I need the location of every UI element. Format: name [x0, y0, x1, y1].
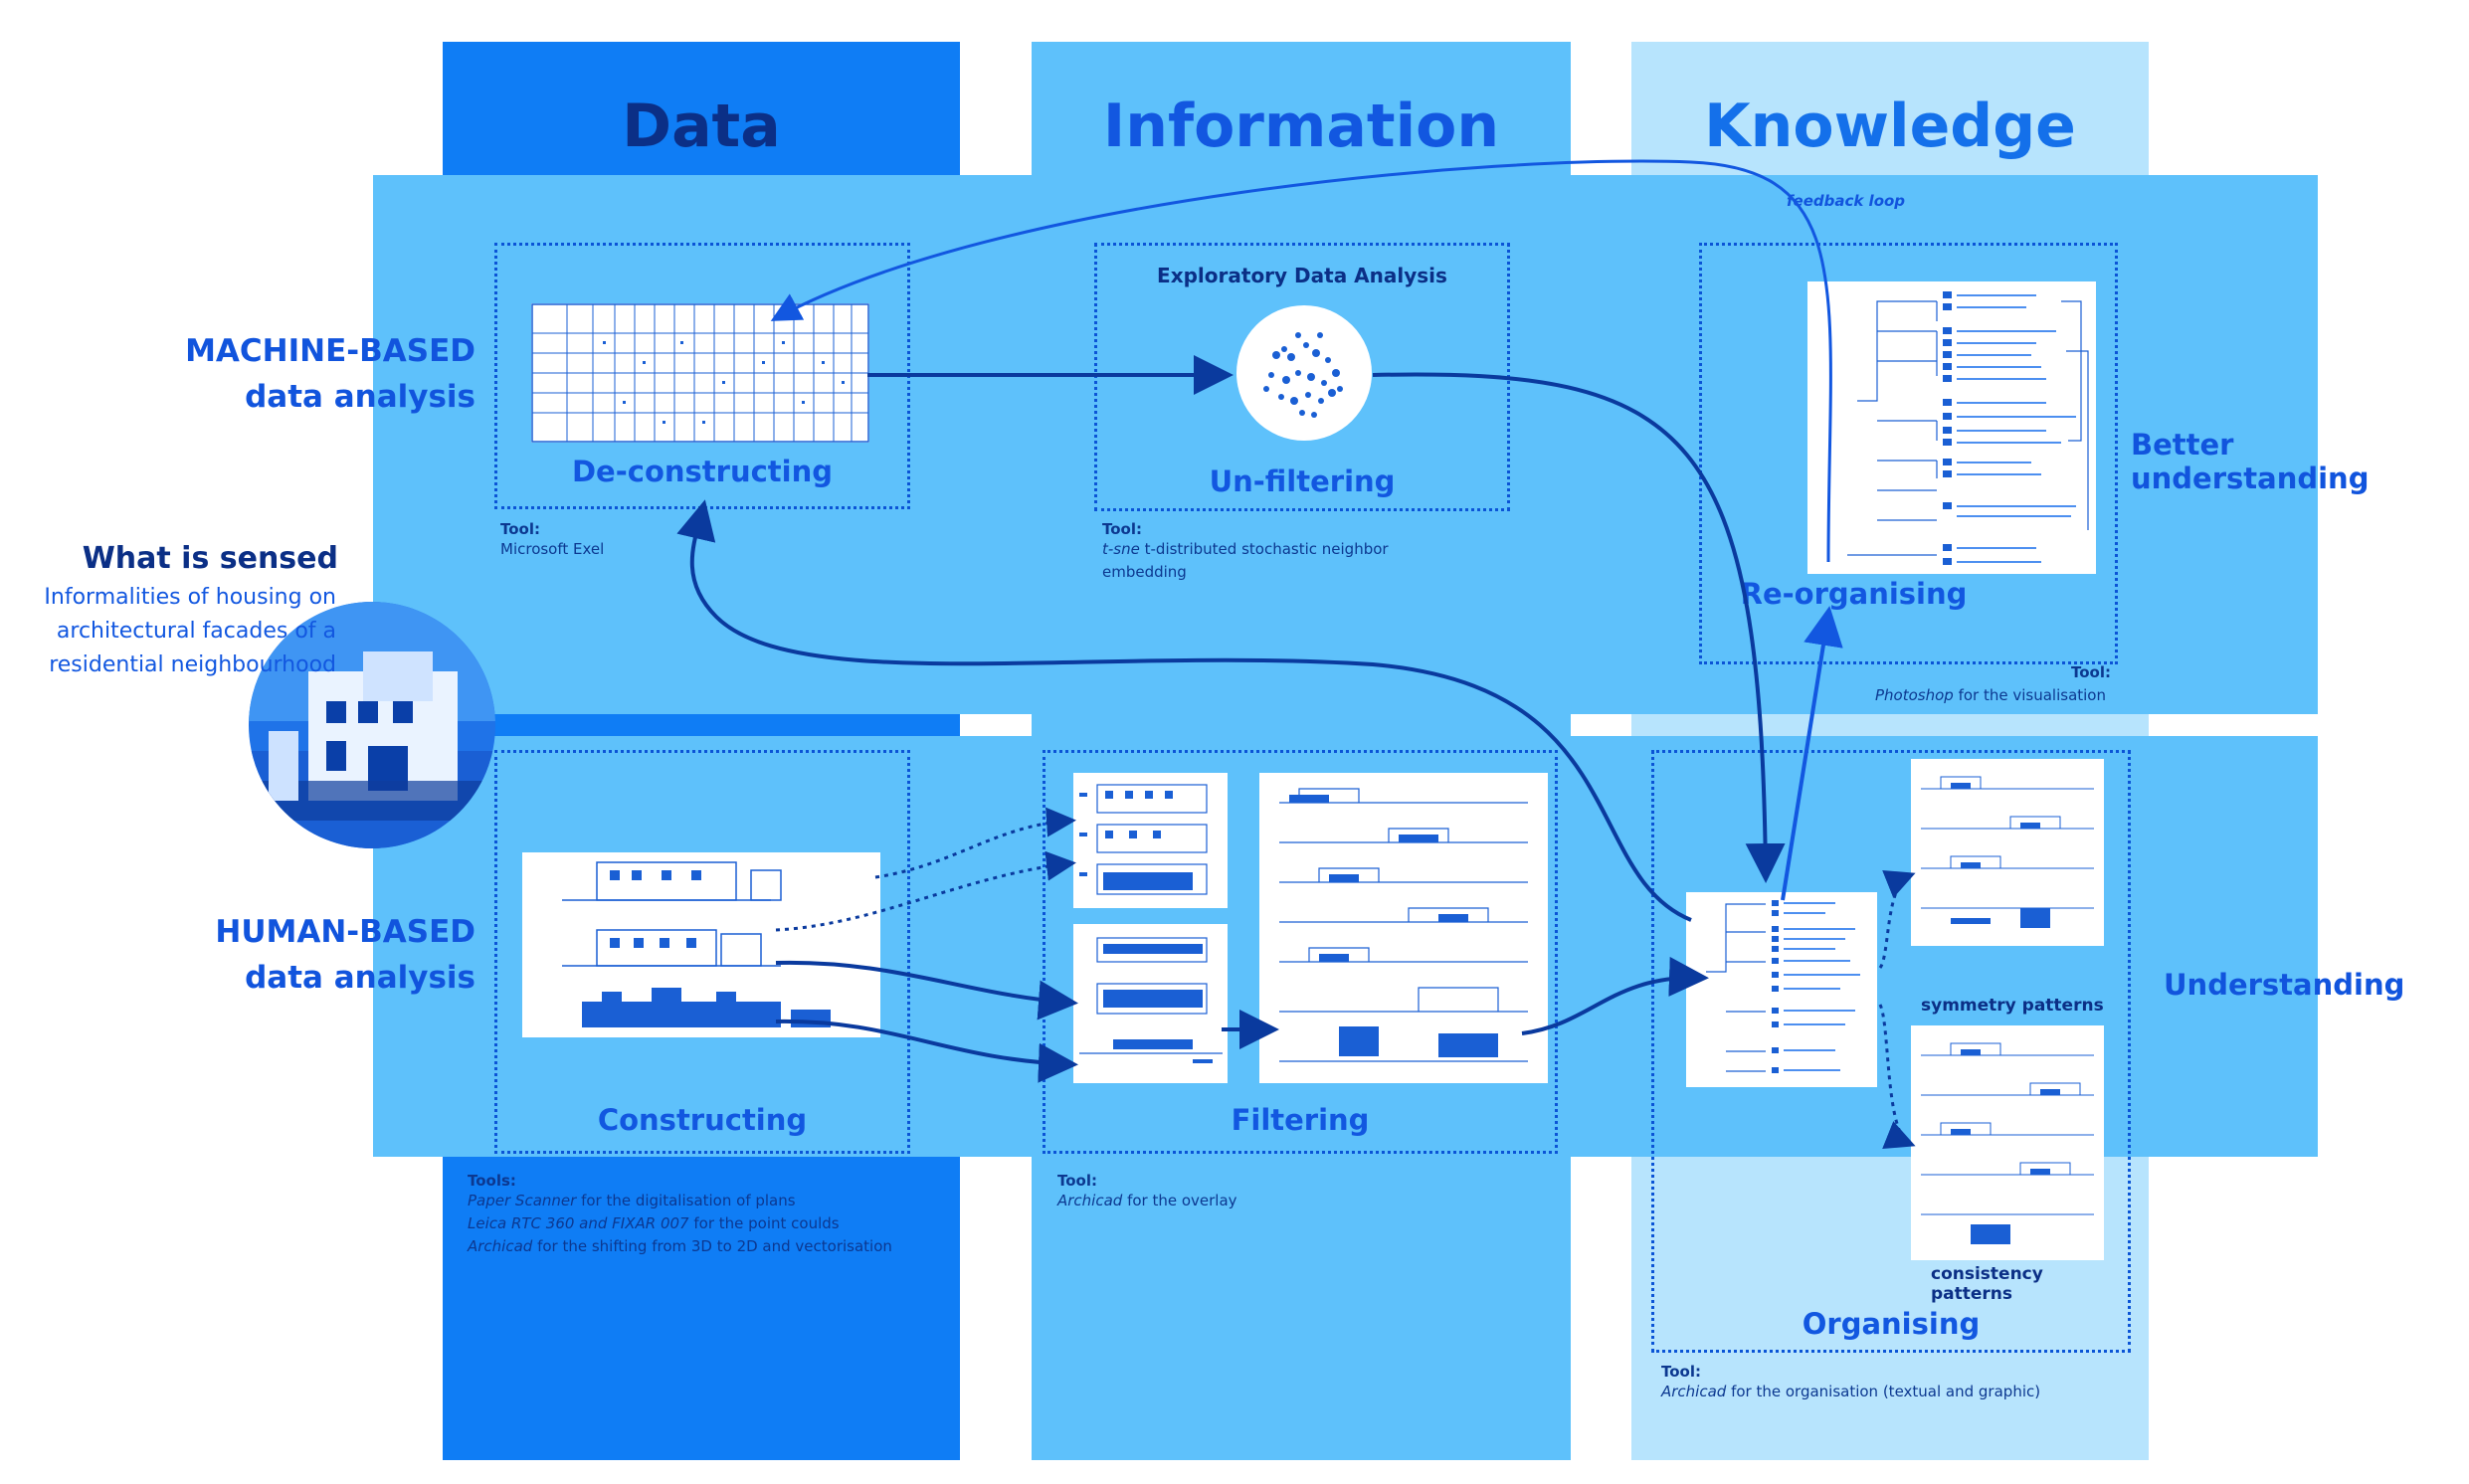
filtering-label: Filtering [1231, 1103, 1370, 1137]
sensed-facade-image [249, 602, 495, 848]
filtering-overlay-stack [1259, 773, 1548, 1083]
reorganising-tree-diagram [1807, 281, 2096, 574]
archicad-tool-desc-1: for the shifting from 3D to 2D and vecto… [532, 1237, 892, 1255]
tsne-tool-name: t-sne [1102, 540, 1140, 558]
archicad-tool-name-1: Archicad [468, 1237, 533, 1255]
constructing-label: Constructing [597, 1103, 808, 1137]
human-label-line-2: data analysis [245, 960, 475, 996]
consistency-patterns-label: consistency patterns [1931, 1264, 2043, 1304]
organising-tree-diagram [1686, 892, 1877, 1087]
reorganising-label: Re-organising [1740, 577, 1968, 611]
consistency-patterns-image [1911, 1025, 2104, 1260]
leica-tool-name: Leica RTC 360 and FIXAR 007 [468, 1214, 689, 1232]
organising-tool: Tool: Archicad for the organisation (tex… [1661, 1363, 2040, 1403]
constructing-tool-heading: Tools: [468, 1172, 516, 1190]
archicad-tool-desc-3: for the organisation (textual and graphi… [1726, 1383, 2041, 1400]
machine-label-line-1: MACHINE-BASED [185, 333, 475, 369]
constructing-tool-3: Archicad for the shifting from 3D to 2D … [468, 1235, 892, 1258]
sensed-description: Informalities of housing on architectura… [10, 581, 336, 682]
organising-label: Organising [1802, 1307, 1981, 1341]
better-understanding-label: Better understanding [2131, 428, 2370, 495]
symmetry-patterns-label: symmetry patterns [1921, 996, 2104, 1016]
unfiltering-tool-heading: Tool: [1102, 520, 1142, 538]
reorganising-tool: Tool: [1880, 663, 2111, 681]
scanner-tool-name: Paper Scanner [468, 1192, 577, 1209]
column-title-information: Information [1102, 92, 1500, 161]
deconstructing-label: De-constructing [571, 455, 833, 488]
eda-heading: Exploratory Data Analysis [1157, 264, 1447, 287]
filtering-tool: Tool: Archicad for the overlay [1057, 1172, 1237, 1212]
leica-tool-desc: for the point coulds [688, 1214, 840, 1232]
filtering-box: Filtering [1043, 750, 1558, 1154]
sensed-title: What is sensed [82, 541, 338, 576]
unfiltering-tool: Tool: t-sne t-distributed stochastic nei… [1102, 520, 1389, 584]
constructing-tool-2: Leica RTC 360 and FIXAR 007 for the poin… [468, 1212, 892, 1235]
constructing-box: Constructing [494, 750, 910, 1154]
column-title-data: Data [622, 92, 781, 161]
deconstructing-tool-heading: Tool: [500, 520, 540, 538]
machine-row-label: MACHINE-BASED data analysis [149, 328, 475, 420]
human-label-line-1: HUMAN-BASED [215, 914, 475, 950]
sensed-line-2: architectural facades of a [56, 619, 336, 644]
deconstructing-tool-text: Microsoft Exel [500, 540, 605, 558]
machine-label-line-2: data analysis [245, 379, 475, 415]
organising-tool-heading: Tool: [1661, 1363, 1701, 1381]
reorganising-tool-heading: Tool: [2071, 663, 2111, 681]
photoshop-tool-desc: for the visualisation [1953, 686, 2106, 704]
organising-box: symmetry patterns consistency patterns O… [1651, 750, 2131, 1353]
organising-tool-text: Archicad for the organisation (textual a… [1661, 1381, 2040, 1403]
facade-drawings [522, 852, 880, 1037]
unfiltering-box: Exploratory Data Analysis Un-filtering [1094, 243, 1510, 511]
filtering-drawing-bottom [1073, 924, 1228, 1083]
sensed-line-3: residential neighbourhood [49, 652, 336, 677]
unfiltering-label: Un-filtering [1209, 464, 1396, 498]
sensed-line-1: Informalities of housing on [44, 585, 336, 610]
tsne-plot [1236, 305, 1372, 441]
photoshop-tool-name: Photoshop [1875, 686, 1954, 704]
scanner-tool-desc: for the digitalisation of plans [576, 1192, 796, 1209]
unfiltering-tool-text-2: embedding [1102, 563, 1187, 581]
symmetry-patterns-image [1911, 759, 2104, 946]
reorganising-box: Re-organising [1699, 243, 2118, 664]
column-title-knowledge: Knowledge [1704, 92, 2076, 161]
spreadsheet-table [531, 303, 869, 443]
deconstructing-box: De-constructing [494, 243, 910, 509]
filtering-tool-text: Archicad for the overlay [1057, 1190, 1237, 1212]
tsne-tool-desc: t-distributed stochastic neighbor [1139, 540, 1389, 558]
filtering-tool-heading: Tool: [1057, 1172, 1097, 1190]
unfiltering-tool-text-1: t-sne t-distributed stochastic neighbor [1102, 538, 1389, 561]
archicad-tool-name-2: Archicad [1057, 1192, 1123, 1209]
reorganising-tool-text: Photoshop for the visualisation [1875, 684, 2106, 707]
feedback-loop-label: feedback loop [1787, 192, 1906, 210]
human-row-label: HUMAN-BASED data analysis [149, 909, 475, 1001]
deconstructing-tool: Tool: Microsoft Exel [500, 520, 604, 561]
archicad-tool-desc-2: for the overlay [1122, 1192, 1237, 1209]
filtering-drawing-top [1073, 773, 1228, 908]
archicad-tool-name-3: Archicad [1661, 1383, 1727, 1400]
understanding-label: Understanding [2164, 968, 2405, 1002]
constructing-tool-1: Paper Scanner for the digitalisation of … [468, 1190, 892, 1212]
constructing-tools: Tools: Paper Scanner for the digitalisat… [468, 1172, 892, 1258]
